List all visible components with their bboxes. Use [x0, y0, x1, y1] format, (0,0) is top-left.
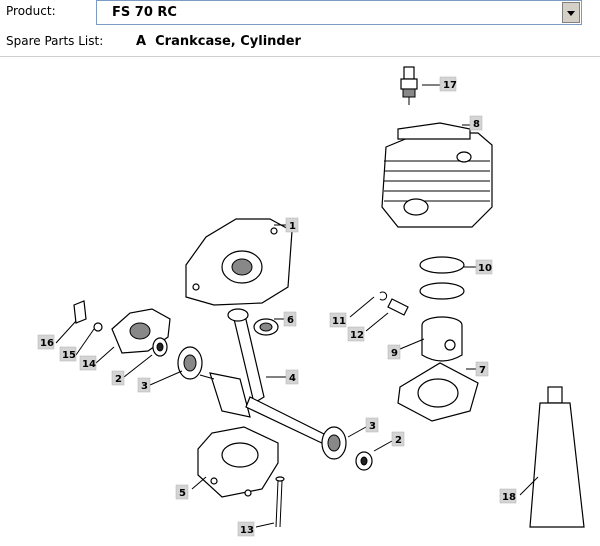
piston-part[interactable] — [421, 316, 463, 362]
callout-11[interactable]: 11 — [329, 312, 347, 328]
callout-9-label: 9 — [391, 348, 398, 359]
callout-7[interactable]: 7 — [475, 361, 489, 377]
needle-cage-part[interactable] — [253, 318, 279, 336]
crankshaft-part[interactable] — [199, 308, 331, 446]
header-divider — [0, 56, 600, 57]
callout-10[interactable]: 10 — [475, 259, 493, 275]
piston-pin-part[interactable] — [387, 298, 409, 316]
callout-17[interactable]: 17 — [439, 76, 457, 92]
chevron-down-icon[interactable] — [562, 2, 580, 23]
callout-2[interactable]: 2 — [111, 370, 125, 386]
parts-list-letter: A — [136, 34, 147, 49]
callout-11-label: 11 — [332, 316, 346, 327]
screw-part[interactable] — [275, 476, 285, 528]
plate-part[interactable] — [73, 300, 87, 324]
callout-3-right[interactable]: 3 — [365, 417, 379, 433]
callout-17-label: 17 — [443, 80, 457, 91]
callout-15-label: 15 — [62, 350, 76, 361]
callout-3-label: 3 — [141, 381, 148, 392]
oil-seal-part[interactable] — [355, 451, 373, 471]
nut-part[interactable] — [93, 322, 103, 332]
callout-18[interactable]: 18 — [499, 488, 517, 504]
callout-13-label: 13 — [240, 525, 254, 536]
callout-18-label: 18 — [502, 492, 516, 503]
callout-14-label: 14 — [82, 359, 96, 370]
callout-8[interactable]: 8 — [469, 115, 483, 131]
crankcase-half-part[interactable] — [185, 218, 293, 306]
piston-rings-part[interactable] — [419, 256, 465, 300]
callout-9[interactable]: 9 — [387, 344, 401, 360]
callout-5-label: 5 — [179, 488, 186, 499]
crankcase-lower-part[interactable] — [197, 426, 279, 498]
ball-bearing-part[interactable] — [321, 426, 347, 460]
callout-4-label: 4 — [289, 373, 296, 384]
callout-3[interactable]: 3 — [137, 377, 151, 393]
callout-2-label: 2 — [115, 374, 122, 385]
spare-parts-list-label: Spare Parts List: — [6, 34, 104, 48]
product-select-value: FS 70 RC — [112, 5, 177, 20]
callout-3-right-label: 3 — [369, 421, 376, 432]
callout-1[interactable]: 1 — [285, 217, 299, 233]
callout-6-label: 6 — [287, 315, 294, 326]
callout-13[interactable]: 13 — [237, 521, 255, 537]
callout-10-label: 10 — [478, 263, 492, 274]
callout-12-label: 12 — [350, 330, 364, 341]
callout-2-right-label: 2 — [395, 435, 402, 446]
spare-parts-list-value: A Crankcase, Cylinder — [136, 34, 301, 49]
callout-1-label: 1 — [289, 221, 296, 232]
product-label: Product: — [6, 4, 56, 18]
product-select[interactable]: FS 70 RC — [96, 0, 582, 25]
callout-16[interactable]: 16 — [37, 334, 55, 350]
ball-bearing-part[interactable] — [177, 346, 203, 380]
cylinder-gasket-part[interactable] — [397, 362, 479, 422]
exploded-parts-diagram: 17 8 1 10 11 12 9 7 16 15 14 2 3 6 4 3 2… — [37, 66, 585, 537]
circlip-part[interactable] — [379, 291, 388, 301]
spark-plug[interactable] — [400, 66, 418, 105]
oil-seal-part[interactable] — [152, 337, 168, 357]
callout-8-label: 8 — [473, 119, 480, 130]
cylinder-part[interactable] — [381, 122, 493, 228]
parts-list-name: Crankcase, Cylinder — [155, 34, 301, 49]
callout-12[interactable]: 12 — [347, 326, 365, 342]
sealant-tube-part[interactable] — [529, 386, 585, 528]
callout-6[interactable]: 6 — [283, 311, 297, 327]
callout-2-right[interactable]: 2 — [391, 431, 405, 447]
callout-leaders — [55, 84, 539, 528]
callout-4[interactable]: 4 — [285, 369, 299, 385]
callout-14[interactable]: 14 — [79, 355, 97, 371]
callout-5[interactable]: 5 — [175, 484, 189, 500]
callout-16-label: 16 — [40, 338, 54, 349]
callout-7-label: 7 — [479, 365, 486, 376]
callout-15[interactable]: 15 — [59, 346, 77, 362]
